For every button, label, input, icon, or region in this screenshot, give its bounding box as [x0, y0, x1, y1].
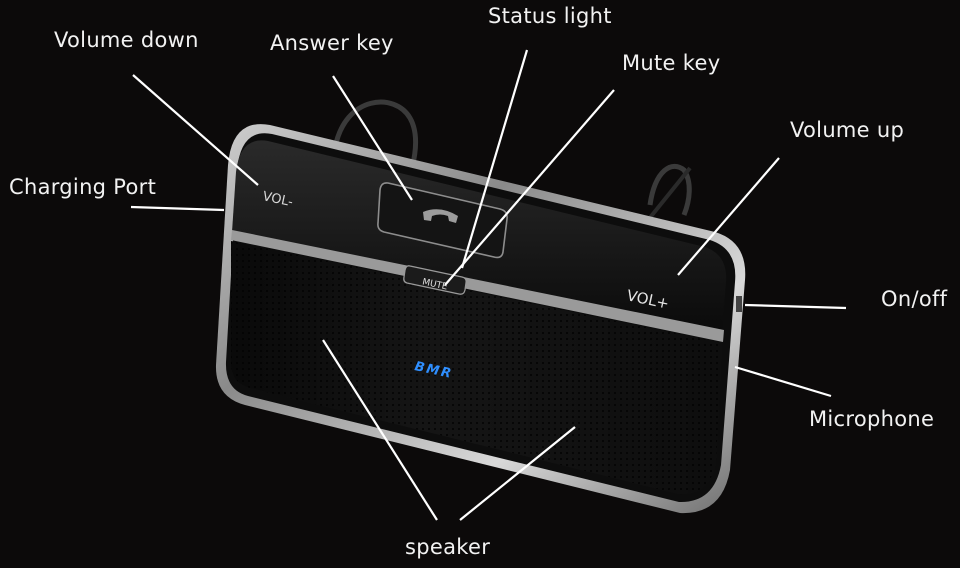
- label-status-light: Status light: [488, 4, 612, 28]
- callout-status-light: [460, 49, 529, 269]
- phone-icon: [423, 209, 458, 223]
- side-port: [736, 296, 742, 312]
- callout-volume-down: [132, 74, 259, 186]
- callout-on-off: [744, 303, 847, 310]
- label-volume-down: Volume down: [54, 28, 199, 52]
- callout-microphone: [734, 365, 832, 398]
- label-volume-up: Volume up: [790, 118, 905, 142]
- label-mute-key: Mute key: [622, 51, 721, 75]
- callout-answer-key: [332, 75, 413, 201]
- callout-speaker-right: [459, 426, 576, 521]
- callout-lines: [130, 49, 847, 521]
- panel-separator: [231, 230, 724, 342]
- callout-volume-up: [677, 157, 780, 276]
- vol-minus-label[interactable]: VOL-: [261, 189, 294, 210]
- label-on-off: On/off: [881, 287, 948, 311]
- label-answer-key: Answer key: [270, 31, 394, 55]
- callout-mute-key: [444, 89, 615, 286]
- label-speaker: speaker: [405, 535, 491, 559]
- label-charging-port: Charging Port: [9, 175, 157, 199]
- label-microphone: Microphone: [809, 407, 935, 431]
- callout-charging-port: [130, 205, 225, 212]
- callout-speaker-left: [322, 339, 438, 521]
